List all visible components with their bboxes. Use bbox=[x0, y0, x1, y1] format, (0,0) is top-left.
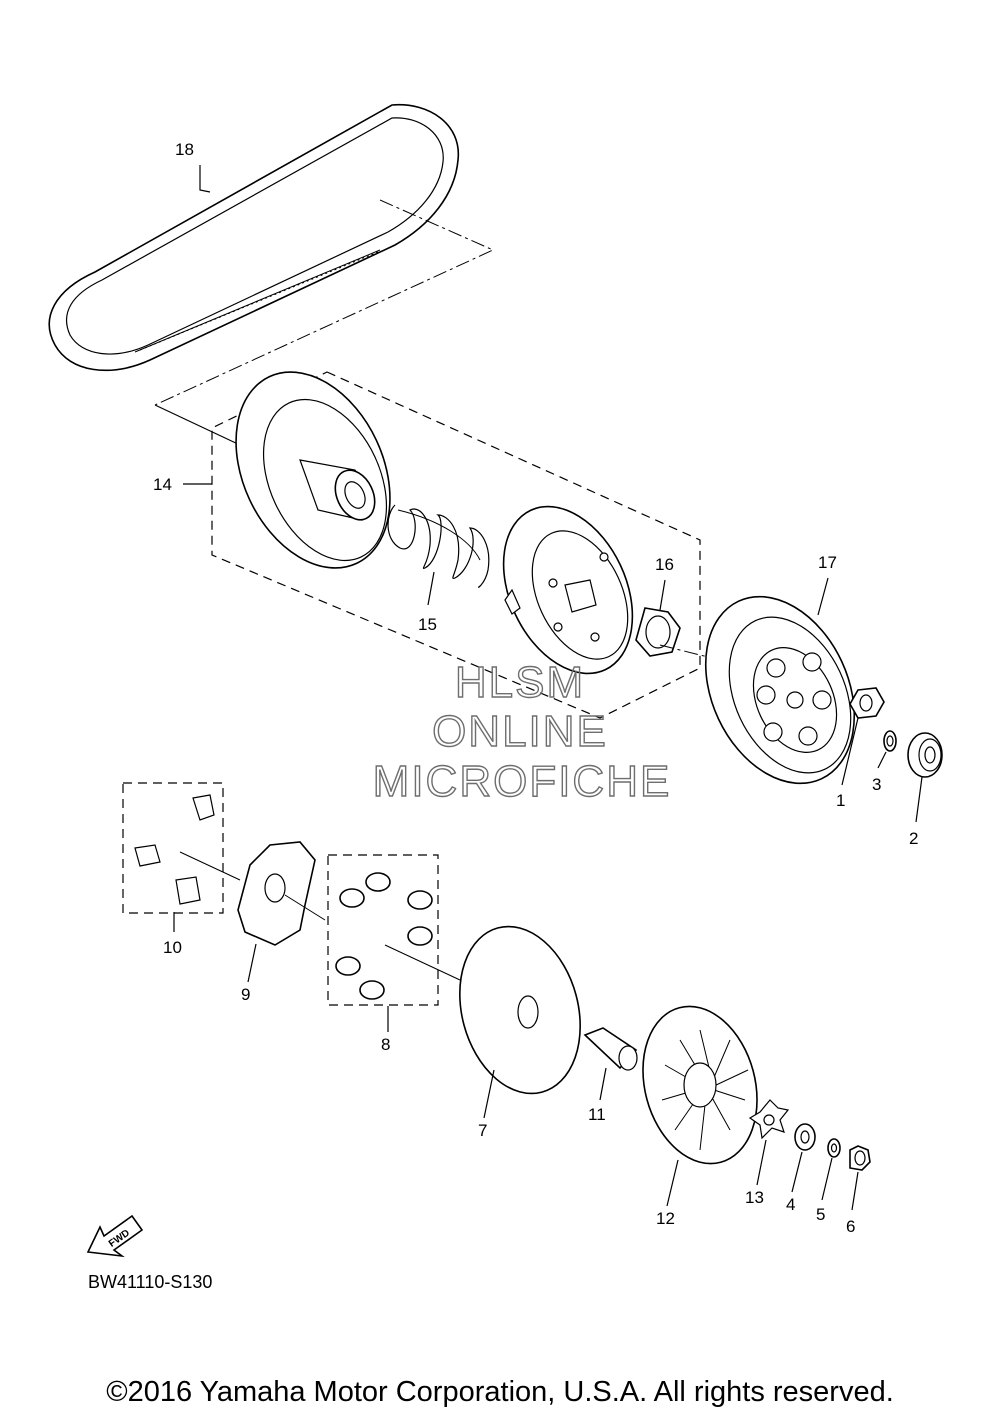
clutch-housing-part-17[interactable] bbox=[677, 572, 883, 807]
callout-10: 10 bbox=[163, 938, 182, 957]
clutch-carrier[interactable] bbox=[478, 486, 658, 695]
nut-part-1[interactable] bbox=[849, 687, 885, 719]
callout-13: 13 bbox=[745, 1188, 764, 1207]
callout-6: 6 bbox=[846, 1217, 855, 1236]
weight-set-part-8[interactable] bbox=[335, 872, 433, 1000]
drawing-code: BW41110-S130 bbox=[88, 1272, 212, 1292]
claw-washer-part-13[interactable] bbox=[748, 1099, 790, 1140]
secondary-sheave-part-14[interactable] bbox=[206, 347, 420, 593]
callout-4: 4 bbox=[786, 1195, 795, 1214]
callout-3: 3 bbox=[872, 775, 881, 794]
nut-part-4[interactable] bbox=[794, 1123, 816, 1151]
callout-7: 7 bbox=[478, 1121, 487, 1140]
washer-part-3[interactable] bbox=[883, 730, 897, 752]
copyright-notice: ©2016 Yamaha Motor Corporation, U.S.A. A… bbox=[106, 1376, 894, 1408]
callout-2: 2 bbox=[909, 829, 918, 848]
callout-1: 1 bbox=[836, 791, 845, 810]
watermark-line-3: MICROFICHE bbox=[373, 757, 672, 806]
callout-15: 15 bbox=[418, 615, 437, 634]
nut-part-6[interactable] bbox=[849, 1145, 871, 1171]
callout-12: 12 bbox=[656, 1209, 675, 1228]
v-belt-part-18[interactable] bbox=[48, 104, 460, 372]
washer-part-5[interactable] bbox=[827, 1138, 841, 1158]
callout-14: 14 bbox=[153, 475, 172, 494]
callout-16: 16 bbox=[655, 555, 674, 574]
callout-9: 9 bbox=[241, 985, 250, 1004]
primary-sliding-sheave-part-7[interactable] bbox=[442, 913, 598, 1107]
nut-part-16[interactable] bbox=[635, 607, 681, 657]
cam-part-9[interactable] bbox=[237, 841, 316, 946]
fwd-arrow-icon: FWD bbox=[86, 1214, 144, 1258]
collar-part-11[interactable] bbox=[583, 1027, 638, 1071]
primary-fixed-sheave-part-12[interactable] bbox=[626, 993, 774, 1176]
callout-8: 8 bbox=[381, 1035, 390, 1054]
leader-lines bbox=[173, 165, 923, 1211]
callout-5: 5 bbox=[816, 1205, 825, 1224]
callout-17: 17 bbox=[818, 553, 837, 572]
bearing-part-2[interactable] bbox=[907, 732, 943, 778]
callout-18: 18 bbox=[175, 140, 194, 159]
compression-spring-part-15[interactable] bbox=[387, 504, 490, 588]
watermark-line-2: ONLINE bbox=[432, 707, 608, 756]
watermark-line-1: HLSM bbox=[455, 658, 585, 707]
slider-set-part-10[interactable] bbox=[134, 794, 215, 905]
callout-11: 11 bbox=[588, 1105, 606, 1124]
